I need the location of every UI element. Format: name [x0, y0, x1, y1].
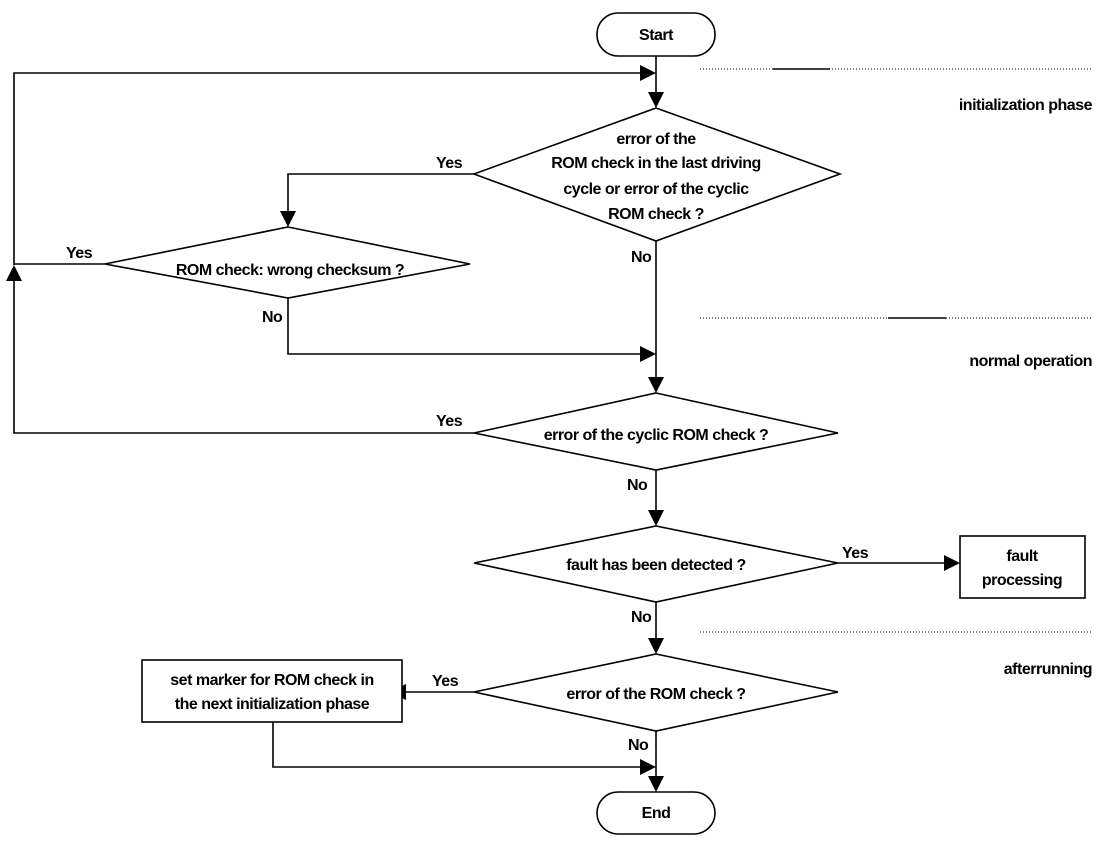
decision-fault-detected — [473, 525, 839, 603]
decision-1-label-line-4: ROM check ? — [608, 206, 704, 223]
fault-processing-label-line-1: fault — [1006, 548, 1038, 565]
set-marker-label-line-1: set marker for ROM check in — [170, 672, 373, 689]
arrowhead-loop-up — [6, 265, 22, 281]
decision-4-label: fault has been detected ? — [566, 557, 746, 574]
fault-processing-label-line-2: processing — [982, 572, 1062, 589]
edge-d2-no — [287, 298, 645, 355]
decision-wrong-checksum — [104, 226, 471, 299]
decision-1-label-line-1: error of the — [616, 131, 696, 148]
decision-rom-check-last-cycle — [471, 107, 843, 242]
edge-label-d2-yes: Yes — [66, 245, 93, 262]
edge-label-d2-no: No — [262, 309, 283, 326]
arrowhead-d5-no — [648, 776, 664, 792]
edge-d1-yes — [287, 173, 474, 217]
edge-marker-end — [272, 722, 645, 768]
set-marker-box — [141, 659, 403, 723]
decision-cyclic-rom-check — [473, 392, 839, 471]
arrowheads — [6, 65, 960, 792]
end-label: End — [642, 805, 671, 822]
arrowhead-loop-top — [640, 65, 656, 81]
phase-label-afterrunning: afterrunning — [1004, 661, 1092, 678]
arrowhead-d4-yes — [944, 555, 960, 571]
arrowhead-start-d1 — [648, 92, 664, 108]
start-terminator — [596, 12, 716, 57]
phase-label-initialization: initialization phase — [959, 97, 1093, 114]
end-terminator — [596, 791, 716, 835]
arrowhead-d4-no — [648, 638, 664, 654]
connectors — [13, 56, 950, 781]
decision-2-label: ROM check: wrong checksum ? — [176, 262, 404, 279]
arrowhead-d2-no — [640, 346, 656, 362]
decision-1-label-line-3: cycle or error of the cyclic — [563, 181, 749, 198]
decision-1-label-line-2: ROM check in the last driving — [551, 155, 761, 172]
fault-processing-box — [959, 535, 1086, 599]
set-marker-label-line-2: the next initialization phase — [175, 696, 370, 713]
decision-rom-check-error — [473, 653, 839, 732]
decision-3-label: error of the cyclic ROM check ? — [544, 427, 769, 444]
edge-loop-top — [13, 72, 645, 265]
edge-label-d3-no: No — [627, 477, 648, 494]
edge-label-d5-no: No — [628, 737, 649, 754]
arrowhead-d1-yes — [280, 211, 296, 227]
edge-label-d3-yes: Yes — [436, 413, 463, 430]
arrowhead-d3-no — [648, 510, 664, 526]
phase-label-normal: normal operation — [969, 353, 1092, 370]
start-label: Start — [639, 27, 674, 44]
edge-d3-yes — [13, 273, 474, 434]
edge-label-d4-no: No — [631, 609, 652, 626]
arrowhead-d1-no — [648, 377, 664, 393]
edge-label-d5-yes: Yes — [432, 673, 459, 690]
edge-label-d1-yes: Yes — [436, 155, 463, 172]
decision-5-label: error of the ROM check ? — [566, 686, 745, 703]
phase-separators — [700, 68, 1092, 633]
edge-label-d1-no: No — [631, 249, 652, 266]
edge-label-d4-yes: Yes — [842, 545, 869, 562]
arrowhead-marker-end — [640, 759, 656, 775]
